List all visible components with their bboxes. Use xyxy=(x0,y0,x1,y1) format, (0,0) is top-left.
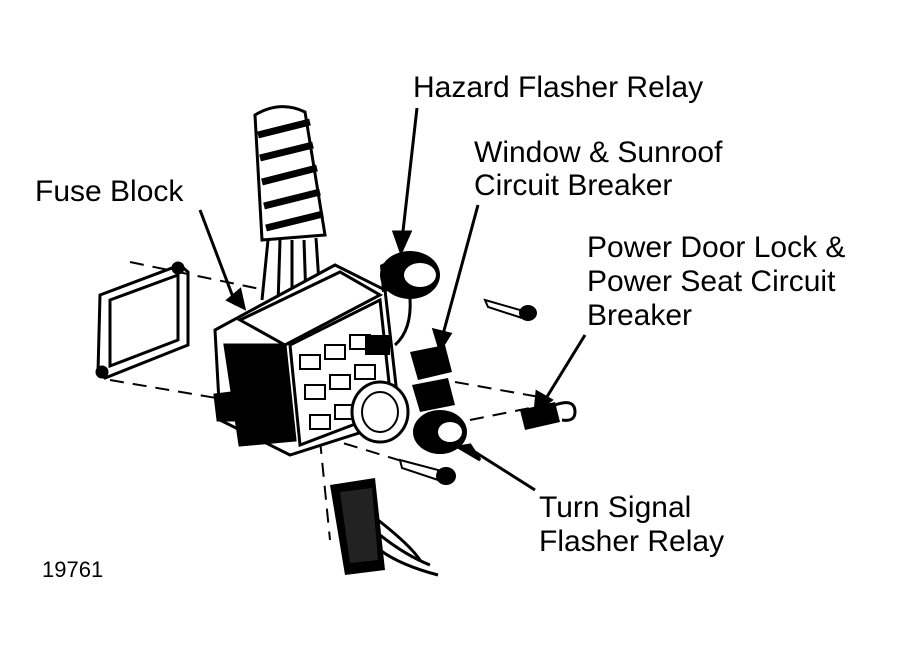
power-door-lock-label-line1: Power Door Lock & xyxy=(587,231,846,264)
hazard-flasher-relay-label: Hazard Flasher Relay xyxy=(413,71,704,104)
middle-circuit-breaker xyxy=(412,378,455,412)
window-sunroof-label-line1: Window & Sunroof xyxy=(474,136,723,169)
power-door-lock-label-line3: Breaker xyxy=(587,299,693,332)
window-sunroof-circuit-breaker xyxy=(410,345,452,380)
hazard-flasher-relay xyxy=(365,251,440,355)
turn-signal-label-line1: Turn Signal xyxy=(539,491,692,524)
screw-top xyxy=(483,298,537,321)
leader-lines xyxy=(198,107,587,492)
window-sunroof-label-line2: Circuit Breaker xyxy=(474,169,673,202)
figure-number: 19761 xyxy=(42,557,104,582)
turn-signal-label-line2: Flasher Relay xyxy=(539,525,725,558)
turn-signal-flasher-relay xyxy=(413,410,467,454)
mounting-bracket xyxy=(95,261,190,380)
lower-connector xyxy=(330,478,439,577)
fuse-block-label: Fuse Block xyxy=(35,175,184,208)
screw-bottom xyxy=(398,458,456,485)
power-door-lock-label-line2: Power Seat Circuit xyxy=(587,265,836,298)
power-door-lock-circuit-breaker xyxy=(520,401,577,430)
fuse-block-body xyxy=(213,263,410,457)
wiring-harness xyxy=(253,105,327,306)
